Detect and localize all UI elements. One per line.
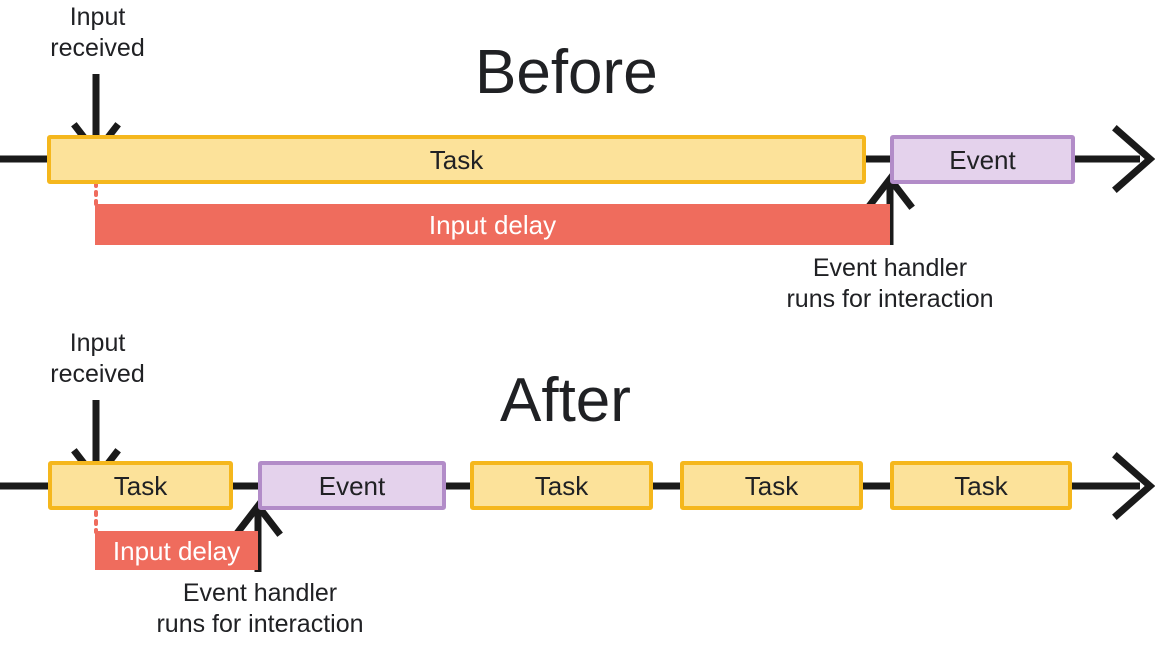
after-event-block[interactable]: Event [258,461,446,510]
after-input-delay-bar[interactable]: Input delay [95,531,258,570]
before-event-block[interactable]: Event [890,135,1075,184]
after-input-delay-label: Input delay [112,535,241,566]
after-input-received-label: Input received [50,329,145,388]
before-input-received-label: Input received [50,3,145,62]
before-input-delay-label: Input delay [428,209,557,240]
before-task-block[interactable]: Task [47,135,866,184]
after-section-title: After [500,366,631,435]
after-task-block-4[interactable]: Task [890,461,1072,510]
before-event-handler-caption: Event handler runs for interaction [786,254,994,313]
after-task-label-1: Task [113,470,168,501]
after-timeline-arrowhead [1112,452,1155,520]
after-task-label-4: Task [954,470,1008,501]
after-task-label-3: Task [744,470,799,501]
after-task-block-3[interactable]: Task [680,461,863,510]
before-input-delay-bar[interactable]: Input delay [95,204,890,245]
after-task-block-1[interactable]: Task [48,461,233,510]
after-event-handler-caption: Event handler runs for interaction [156,579,364,638]
before-task-label: Task [429,144,484,175]
after-task-block-2[interactable]: Task [470,461,653,510]
before-section-title: Before [475,38,658,107]
before-timeline-arrowhead [1112,125,1155,193]
after-task-label-2: Task [534,470,589,501]
before-event-label: Event [949,144,1016,175]
after-event-label: Event [318,470,386,501]
